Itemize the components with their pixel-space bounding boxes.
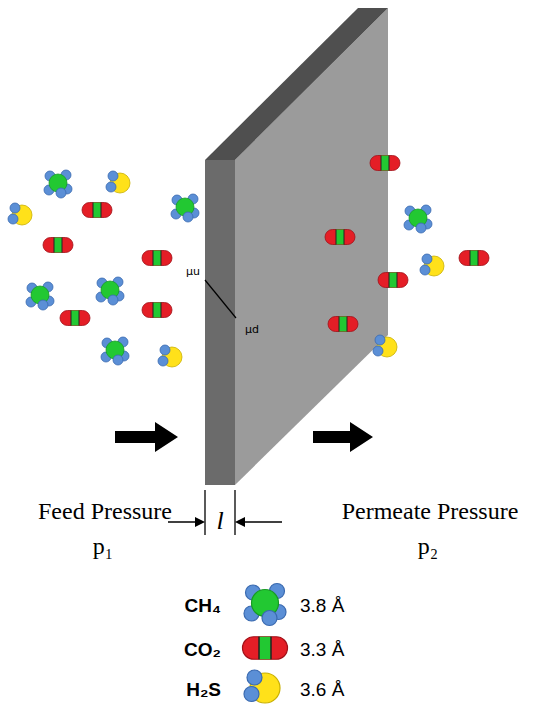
legend-sample	[244, 670, 280, 703]
kinetic-diameter: 3.8 Å	[300, 596, 344, 617]
pressure-symbol: p₂	[418, 533, 438, 559]
legend-sample	[244, 584, 286, 626]
thickness-dimension	[168, 490, 282, 535]
kinetic-diameter: 3.3 Å	[300, 640, 344, 661]
legend-label: CH₄	[185, 596, 222, 617]
feed-molecules	[8, 170, 199, 367]
legend-label: CO₂	[184, 640, 221, 661]
potential-line	[205, 280, 236, 318]
dimension-arrowhead	[235, 517, 245, 527]
flow-arrow	[115, 422, 178, 452]
pressure-label: Feed Pressure	[38, 498, 172, 524]
legend-sample	[243, 637, 288, 660]
permeate-molecules	[325, 156, 489, 358]
pressure-symbol: p₁	[93, 533, 113, 559]
legend-label: H₂S	[186, 680, 221, 701]
kinetic-diameter: 3.6 Å	[300, 680, 344, 701]
membrane-top	[205, 8, 388, 160]
pressure-label: Permeate Pressure	[342, 498, 519, 524]
membrane-front	[205, 160, 235, 485]
potential-label: μd	[245, 324, 259, 336]
flow-arrow	[313, 422, 373, 452]
potential-label: μu	[186, 266, 200, 278]
dimension-arrowhead	[195, 517, 205, 527]
thickness-label: l	[216, 507, 223, 536]
